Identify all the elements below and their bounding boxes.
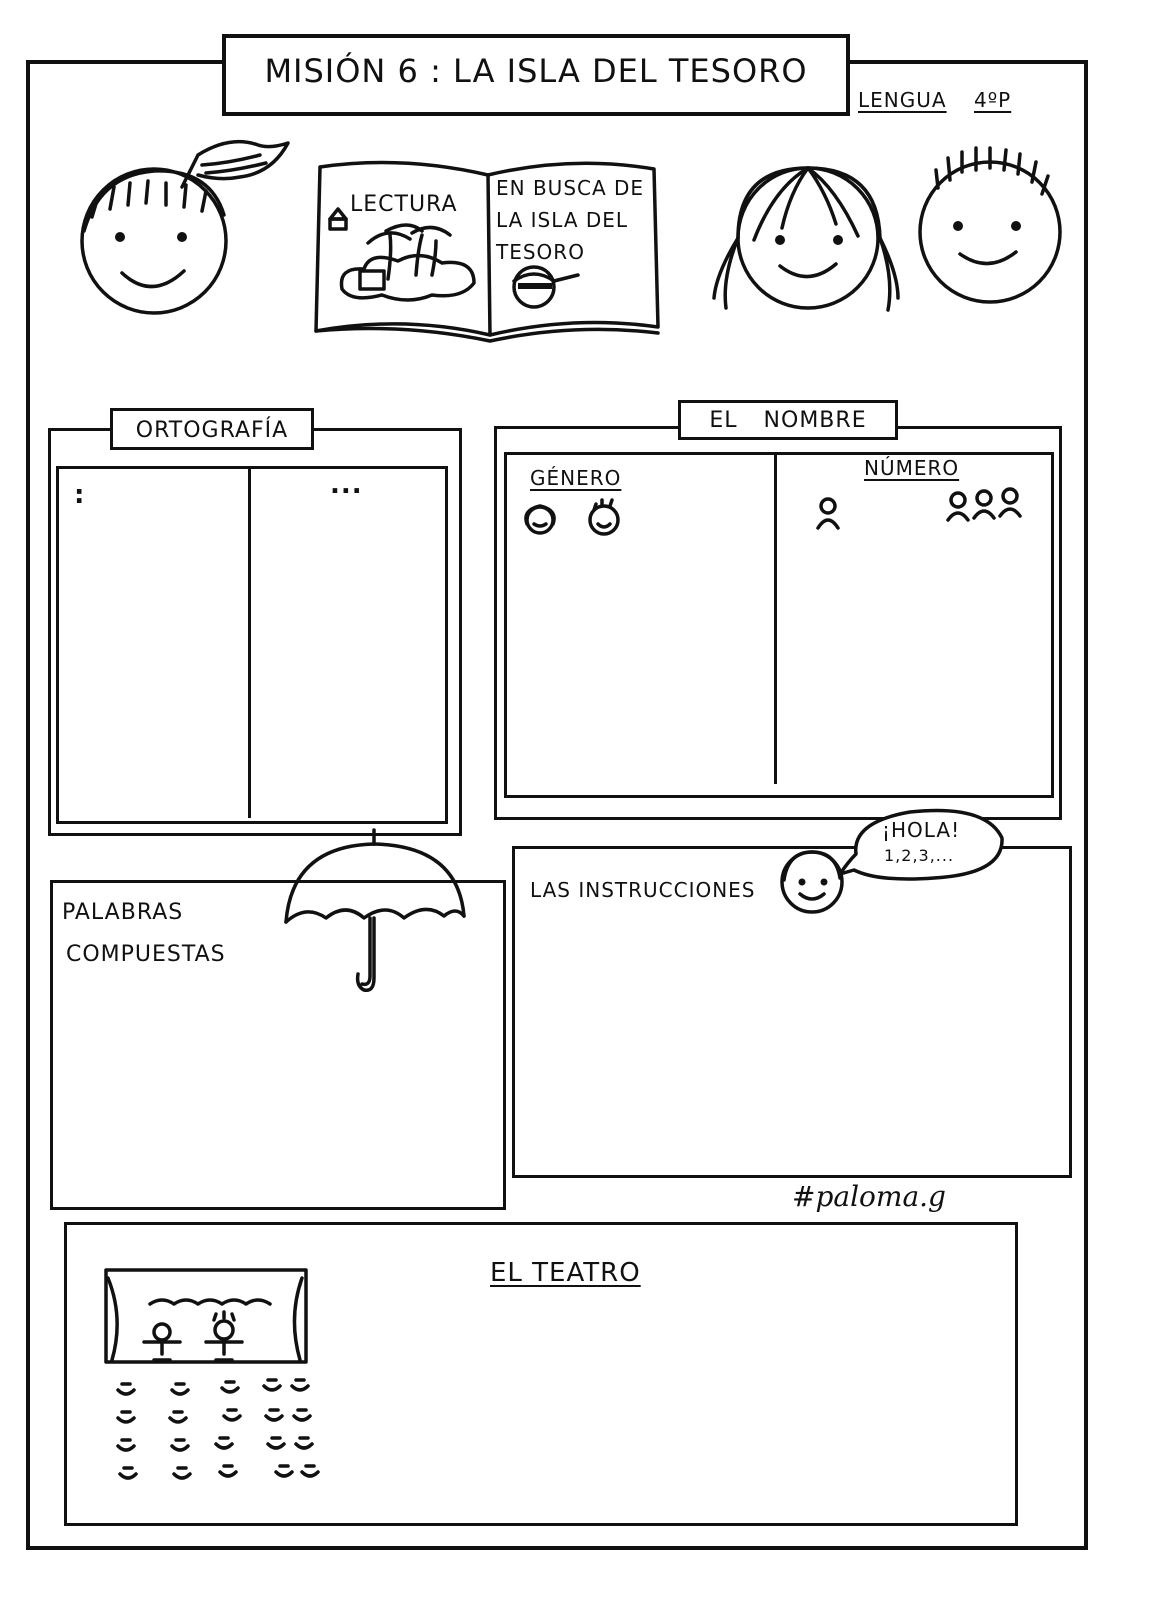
numero-heading: NÚMERO <box>864 456 960 480</box>
ortografia-right-mark: ... <box>330 470 363 500</box>
grade-label: 4ºP <box>974 88 1012 112</box>
nombre-title: EL NOMBRE <box>709 408 867 433</box>
signature: #paloma.g <box>792 1180 946 1213</box>
ortografia-divider <box>248 468 251 818</box>
ortografia-left-mark: : <box>74 480 86 510</box>
palabras-title-line1: PALABRAS <box>62 900 184 925</box>
girl-face-icon <box>712 166 900 312</box>
theater-stage-icon <box>104 1268 308 1364</box>
speech-bubble-text-2: 1,2,3,... <box>884 846 955 865</box>
boy-face-right-icon <box>918 146 1062 304</box>
instrucciones-box <box>512 846 1072 1178</box>
subject-label: LENGUA <box>858 88 947 112</box>
instructions-face-icon <box>780 850 844 914</box>
instrucciones-title: LAS INSTRUCCIONES <box>530 878 756 902</box>
gender-faces-icon <box>524 498 620 536</box>
speech-bubble-icon <box>838 808 1004 881</box>
ortografia-title: ORTOGRAFÍA <box>135 418 289 443</box>
teatro-box <box>64 1222 1018 1526</box>
umbrella-icon <box>284 828 466 992</box>
nombre-title-box <box>678 400 898 440</box>
ortografia-inner-box <box>56 466 448 824</box>
boy-face-icon <box>80 139 290 315</box>
book-right-label: EN BUSCA DE LA ISLA DEL TESORO <box>496 176 645 264</box>
book-left-label: LECTURA <box>350 192 458 217</box>
nombre-divider <box>774 454 777 784</box>
palabras-box <box>50 880 506 1210</box>
nombre-inner-box <box>504 452 1054 798</box>
speech-bubble-text-1: ¡HOLA! <box>882 818 961 842</box>
teatro-title: EL TEATRO <box>490 1258 641 1288</box>
audience-icon <box>116 1378 320 1480</box>
genero-heading: GÉNERO <box>530 466 622 490</box>
number-people-icon <box>816 487 1022 530</box>
open-book-icon <box>314 160 660 343</box>
title-box <box>222 34 850 116</box>
ortografia-title-box <box>110 408 314 450</box>
page-title: MISIÓN 6 : LA ISLA DEL TESORO <box>264 52 808 90</box>
palabras-title-line2: COMPUESTAS <box>66 942 226 967</box>
